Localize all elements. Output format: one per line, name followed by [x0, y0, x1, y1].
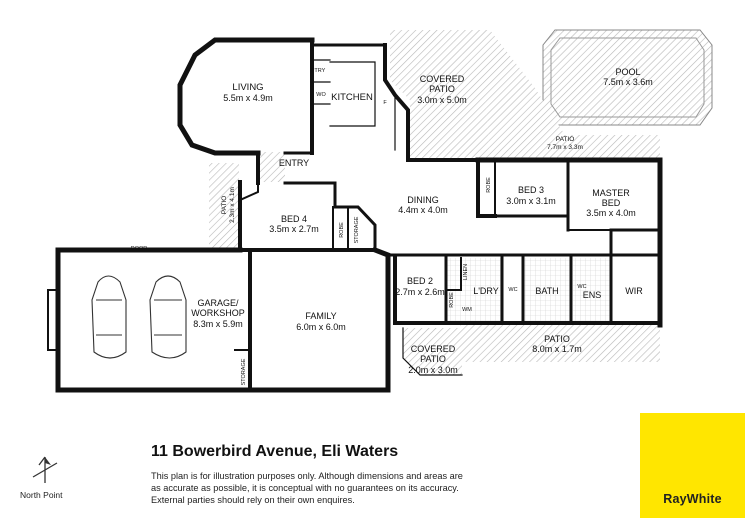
north-arrow-icon	[32, 456, 58, 483]
garage-name2: WORKSHOP	[191, 308, 245, 318]
bed4-dim: 3.5m x 2.7m	[269, 224, 319, 234]
wir-label: WIR	[625, 286, 643, 296]
robe-bed3-label: ROBE	[486, 177, 492, 193]
wo-label: WO	[316, 92, 326, 98]
patio-front-name: PATIO	[544, 334, 570, 344]
raywhite-logo: RayWhite	[640, 413, 745, 518]
pool-dim: 7.5m x 3.6m	[603, 77, 653, 87]
fridge-label: F	[383, 100, 387, 106]
bed3-dim: 3.0m x 3.1m	[506, 196, 556, 206]
kitchen-name: KITCHEN	[331, 92, 373, 103]
property-address: 11 Bowerbird Avenue, Eli Waters	[151, 443, 399, 460]
entry-area	[258, 152, 285, 182]
pantry-label: PTRY	[311, 68, 326, 74]
ensuite-floor	[573, 258, 611, 323]
room-labels: LIVING 5.5m x 4.9m KITCHEN PTRY WO F ENT…	[131, 67, 653, 385]
covered-patio2-name2: PATIO	[420, 354, 446, 364]
wm-label: WM	[462, 307, 472, 313]
covered-patio-area	[390, 30, 490, 160]
garage-name: GARAGE/	[197, 298, 239, 308]
pool-name: POOL	[615, 67, 640, 77]
disclaimer: This plan is for illustration purposes o…	[151, 470, 481, 506]
front-covered-patio-area	[403, 328, 462, 375]
master-name: MASTER	[592, 188, 630, 198]
floor-plan: LIVING 5.5m x 4.9m KITCHEN PTRY WO F ENT…	[47, 29, 713, 393]
patio-rear-name: PATIO	[556, 136, 575, 143]
car-right-icon	[149, 275, 187, 359]
door-label: DOOR	[131, 246, 148, 252]
dining-dim: 4.4m x 4.0m	[398, 205, 448, 215]
living-dim: 5.5m x 4.9m	[223, 93, 273, 103]
north-point-label: North Point	[20, 490, 63, 500]
car-icons	[91, 275, 187, 359]
rear-patio-area	[445, 30, 660, 160]
covered-patio-name: COVERED	[420, 74, 465, 84]
living-name: LIVING	[232, 82, 263, 93]
bed2-name: BED 2	[407, 276, 433, 286]
disclaimer-line: External parties should rely on their ow…	[151, 495, 355, 505]
disclaimer-line: as accurate as possible, it is conceptua…	[151, 483, 459, 493]
dining-name: DINING	[407, 195, 439, 205]
linen-label: LINEN	[463, 264, 469, 280]
brand-label: RayWhite	[663, 492, 722, 506]
storage-garage-label: STORAGE	[241, 358, 247, 385]
patio-side-name: PATIO	[221, 196, 228, 215]
front-patio-area	[460, 325, 660, 362]
wc-right-label: WC	[577, 284, 586, 290]
outdoor-areas	[209, 29, 713, 375]
patio-rear-dim: 7.7m x 3.3m	[547, 144, 583, 151]
wc-left-label: WC	[508, 287, 517, 293]
family-dim: 6.0m x 6.0m	[296, 322, 346, 332]
ens-label: ENS	[583, 290, 602, 300]
patio-front-dim: 8.0m x 1.7m	[532, 344, 582, 354]
master-name2: BED	[602, 198, 621, 208]
car-left-icon	[91, 275, 127, 359]
bed2-dim: 2.7m x 2.6m	[395, 287, 445, 297]
robe-bed2-label: ROBE	[449, 292, 455, 308]
covered-patio-name2: PATIO	[429, 84, 455, 94]
family-name: FAMILY	[305, 311, 336, 321]
side-patio-area	[209, 163, 239, 249]
covered-patio-dim: 3.0m x 5.0m	[417, 95, 467, 105]
storage-bed4-label: STORAGE	[354, 216, 360, 243]
covered-patio2-dim: 2.0m x 3.0m	[408, 365, 458, 375]
walls	[47, 37, 663, 393]
robe-bed4-label: ROBE	[339, 222, 345, 238]
master-dim: 3.5m x 4.0m	[586, 208, 636, 218]
patio-side-dim: 2.3m x 4.1m	[229, 187, 236, 223]
bath-label: BATH	[535, 286, 558, 296]
disclaimer-line: This plan is for illustration purposes o…	[151, 471, 463, 481]
pool	[542, 29, 713, 126]
pool-outline	[550, 37, 705, 118]
bath-floor	[523, 258, 571, 323]
covered-patio2-name: COVERED	[411, 344, 456, 354]
entry-label: ENTRY	[279, 158, 309, 168]
bed3-name: BED 3	[518, 185, 544, 195]
bed4-name: BED 4	[281, 214, 307, 224]
laundry-label: L'DRY	[473, 286, 499, 296]
garage-dim: 8.3m x 5.9m	[193, 319, 243, 329]
